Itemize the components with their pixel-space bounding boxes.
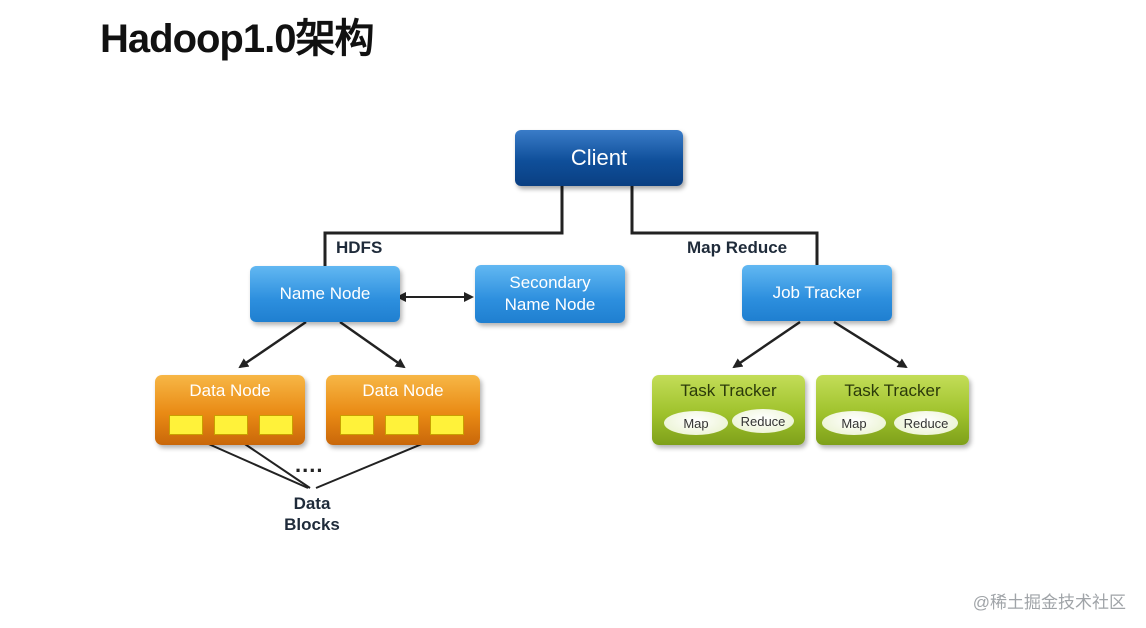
data-block (259, 415, 293, 435)
job-tracker: Job Tracker (742, 265, 892, 321)
client-node: Client (515, 130, 683, 186)
reduce-oval: Reduce (894, 411, 958, 435)
jobtracker-tasktracker2-arrow (833, 320, 908, 369)
namenode-datanode2-arrow (339, 320, 406, 369)
data-block (169, 415, 203, 435)
task-tracker-label: Task Tracker (844, 381, 941, 400)
task-tracker-label: Task Tracker (680, 381, 777, 400)
reduce-oval: Reduce (732, 409, 794, 433)
secondary-name-node: Secondary Name Node (475, 265, 625, 323)
data-block (214, 415, 248, 435)
secondary-name-node-line2: Name Node (504, 295, 596, 314)
secondary-name-node-line1: Secondary (509, 273, 591, 292)
data-node: Data Node (326, 375, 480, 445)
hdfs-label: HDFS (336, 238, 383, 257)
client-mapreduce-connector (630, 186, 819, 265)
data-block (340, 415, 374, 435)
data-block (430, 415, 464, 435)
jobtracker-tasktracker1-arrow (732, 320, 801, 369)
data-node-label: Data Node (189, 381, 271, 400)
ellipsis: .... (295, 452, 324, 477)
data-blocks-line1: Data (293, 494, 331, 513)
name-node: Name Node (250, 266, 400, 322)
data-node: Data Node (155, 375, 305, 445)
client-hdfs-connector (323, 186, 564, 266)
page-title: Hadoop1.0架构 (100, 17, 374, 61)
data-node-label: Data Node (362, 381, 444, 400)
data-blocks-line2: Blocks (284, 515, 340, 534)
data-blocks-label: Data Blocks (272, 493, 352, 535)
watermark: @稀土掘金技术社区 (972, 593, 1126, 612)
map-oval: Map (822, 411, 886, 435)
map-oval: Map (664, 411, 728, 435)
namenode-datanode1-arrow (238, 320, 307, 369)
task-tracker: Task Tracker Map Reduce (652, 375, 805, 445)
task-tracker: Task Tracker Map Reduce (816, 375, 969, 445)
mapreduce-label: Map Reduce (687, 238, 788, 257)
data-block (385, 415, 419, 435)
